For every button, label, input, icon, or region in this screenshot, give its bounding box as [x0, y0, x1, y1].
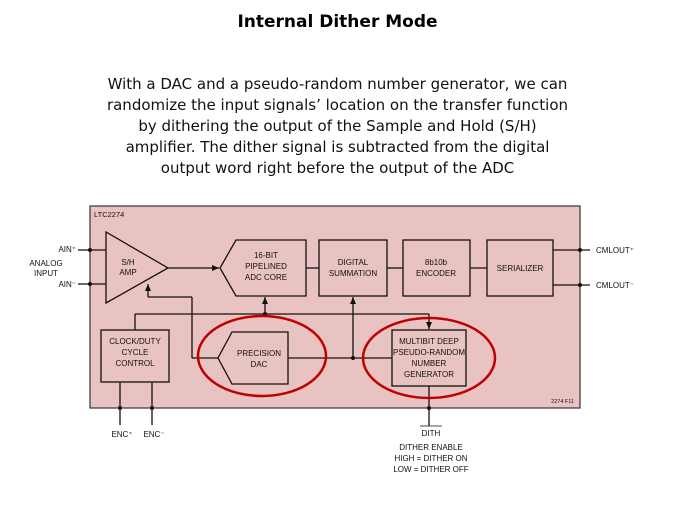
clock-control-label: CLOCK/DUTY — [109, 337, 161, 346]
highlight-dac-ellipse — [196, 314, 328, 398]
enc-plus-pin — [118, 406, 122, 410]
ain-plus-label: AIN⁺ — [58, 245, 76, 254]
digital-summation-block — [318, 239, 388, 297]
highlight-prng-ellipse — [361, 316, 497, 400]
serializer-block — [486, 239, 554, 297]
dither-enable-label: LOW = DITHER OFF — [393, 465, 468, 474]
cmlout-plus-label: CMLOUT⁺ — [596, 246, 634, 255]
ain-plus-pin — [88, 248, 92, 252]
adc-core-label: ADC CORE — [245, 273, 287, 282]
sh-amp-label: S/H — [121, 258, 135, 267]
body-line: amplifier. The dither signal is subtract… — [125, 138, 550, 156]
figure-id: 2274 F11 — [551, 399, 574, 405]
adc-core-label: PIPELINED — [245, 262, 287, 271]
enc-minus-pin — [150, 406, 154, 410]
body-line: by dithering the output of the Sample an… — [138, 117, 537, 135]
cmlout-minus-pin — [578, 283, 582, 287]
prng-label: PSEUDO-RANDOM — [393, 348, 465, 357]
dith-pin — [427, 406, 431, 410]
clock-control-label: CONTROL — [115, 359, 155, 368]
digital-summation-label: DIGITAL — [338, 258, 369, 267]
prng-label: GENERATOR — [404, 370, 454, 379]
ain-minus-pin — [88, 282, 92, 286]
body-line: output word right before the output of t… — [160, 159, 515, 177]
body-line: randomize the input signals’ location on… — [106, 96, 569, 114]
encoder-label: ENCODER — [416, 269, 456, 278]
adc-core-block — [219, 239, 307, 297]
prng-label: NUMBER — [412, 359, 447, 368]
prng-label: MULTIBIT DEEP — [399, 337, 459, 346]
cmlout-plus-pin — [578, 248, 582, 252]
body-line: With a DAC and a pseudo-random number ge… — [107, 75, 568, 93]
slide-body-text: With a DAC and a pseudo-random number ge… — [40, 74, 635, 179]
precision-dac-label: DAC — [251, 360, 268, 369]
enc-minus-label: ENC⁻ — [143, 430, 164, 439]
prng-block — [391, 329, 467, 387]
enc-plus-label: ENC⁺ — [111, 430, 132, 439]
slide-title: Internal Dither Mode — [237, 12, 438, 32]
encoder-label: 8b10b — [425, 258, 448, 267]
sh-amp-label: AMP — [119, 268, 136, 277]
dither-enable-label: HIGH = DITHER ON — [394, 454, 467, 463]
precision-dac-label: PRECISION — [237, 349, 281, 358]
analog-input-label: ANALOG — [29, 259, 62, 268]
encoder-block — [402, 239, 471, 297]
clock-control-block — [100, 329, 170, 383]
serializer-label: SERIALIZER — [497, 264, 544, 273]
digital-summation-label: SUMMATION — [329, 269, 378, 278]
dither-enable-label: DITHER ENABLE — [399, 443, 463, 452]
chip-name: LTC2274 — [94, 210, 124, 219]
dith-label: DITH — [422, 429, 441, 438]
ain-minus-label: AIN⁻ — [58, 280, 76, 289]
analog-input-label: INPUT — [34, 269, 58, 278]
prng-node — [351, 356, 355, 360]
precision-dac-block — [217, 331, 289, 385]
adc-core-label: 16-BIT — [254, 251, 278, 260]
clock-control-label: CYCLE — [122, 348, 149, 357]
cmlout-minus-label: CMLOUT⁻ — [596, 281, 634, 290]
sh-amp-block — [105, 230, 170, 305]
